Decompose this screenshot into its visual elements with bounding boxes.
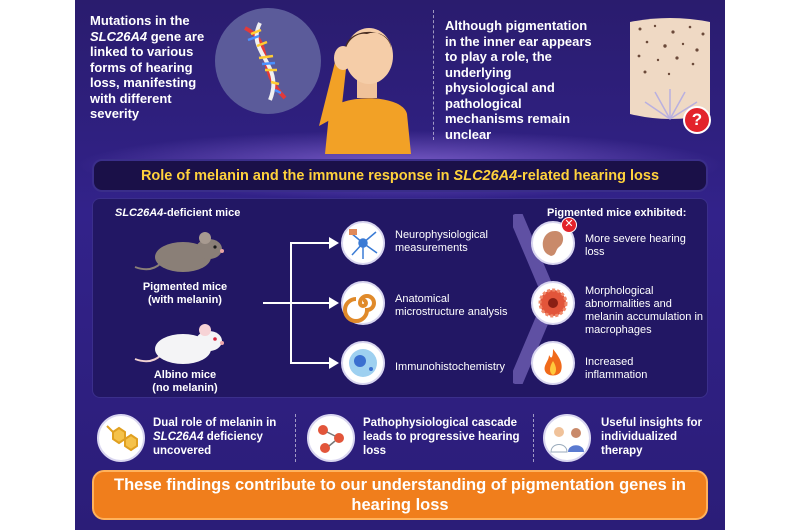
takeaway-3: Useful insights for individualized thera… (601, 417, 702, 457)
header-left-gene: SLC26A4 (90, 28, 148, 44)
dna-illustration (215, 8, 321, 114)
finding-label-2: Morphological abnormalities and melanin … (585, 285, 704, 336)
inner-ear-tissue-illustration: ? (625, 14, 715, 134)
arrow-branch-3 (290, 362, 332, 364)
section-banner: Role of melanin and the immune response … (92, 159, 708, 192)
mice-group-gene: SLC26A4 (115, 207, 164, 219)
dna-icon (244, 22, 287, 101)
header-divider (433, 10, 434, 140)
albino-mice-note: (no melanin) (152, 382, 218, 394)
takeaway-1-post: deficiency uncovered (153, 431, 267, 457)
arrowhead-1-icon (329, 237, 339, 249)
conclusion-box: These findings contribute to our underst… (92, 470, 708, 520)
takeaway-1-pre: Dual role of melanin in (153, 417, 280, 429)
pigmented-mice-note: (with melanin) (148, 294, 222, 306)
ear-x-icon: ✕ (531, 217, 577, 265)
arrowhead-2-icon (329, 297, 339, 309)
cell-icon (341, 341, 385, 385)
person-illustration (307, 14, 427, 154)
finding-label-3: Increased inflammation (585, 356, 648, 381)
finding-label-1: More severe hearing loss (585, 233, 686, 258)
pigmented-mouse-icon (134, 232, 224, 272)
takeaway-2: Pathophysiological cascade leads to prog… (363, 417, 520, 457)
pigmented-mice-label: Pigmented mice (with melanin) (115, 281, 255, 307)
header-left-pre: Mutations in the (90, 13, 190, 28)
infographic: Mutations in the SLC26A4 gene are linked… (75, 0, 725, 530)
banner-pre: Role of melanin and the immune response … (140, 167, 454, 184)
takeaway-1: Dual role of melanin in SLC26A4 deficien… (153, 416, 283, 458)
header-right-text: Although pigmentation in the inner ear a… (445, 18, 592, 142)
arrow-stem (263, 302, 291, 304)
cascade-icon (307, 414, 355, 462)
method-label-3: Immunohistochemistry (395, 361, 506, 373)
method-label-1: Neurophysiological measurements (395, 229, 488, 254)
mice-group-suffix: -deficient mice (163, 207, 241, 219)
neuron-icon (341, 221, 385, 265)
banner-post: -related hearing loss (517, 167, 660, 184)
flame-icon (531, 341, 575, 385)
takeaway-divider-2 (533, 414, 534, 462)
albino-mice-name: Albino mice (153, 369, 217, 381)
mice-group-label: SLC26A4-deficient mice (115, 207, 315, 220)
arrowhead-3-icon (329, 357, 339, 369)
macrophage-icon (531, 281, 575, 325)
cochlea-icon (341, 281, 385, 325)
arrow-branch-1 (290, 242, 332, 244)
molecule-icon (97, 414, 145, 462)
header-left-text: Mutations in the SLC26A4 gene are linked… (90, 13, 215, 122)
takeaway-1-gene: SLC26A4 (153, 431, 204, 443)
arrow-branch-2 (290, 302, 332, 304)
header-left-post: gene are linked to various forms of hear… (90, 28, 205, 122)
x-badge-icon: ✕ (561, 217, 577, 233)
banner-gene: SLC26A4 (453, 167, 518, 184)
study-panel: SLC26A4-deficient mice Pigmented mice (w… (92, 198, 708, 398)
albino-mouse-icon (134, 324, 224, 364)
tissue-icon (630, 18, 710, 120)
takeaway-divider-1 (295, 414, 296, 462)
question-mark-icon: ? (691, 110, 703, 129)
doctor-patient-icon (543, 414, 591, 462)
question-mark-badge: ? (683, 106, 711, 134)
person-listening-icon (319, 28, 411, 154)
findings-title: Pigmented mice exhibited: (547, 207, 687, 219)
albino-mice-label: Albino mice (no melanin) (115, 369, 255, 395)
method-label-2: Anatomical microstructure analysis (395, 293, 508, 318)
pigmented-mice-name: Pigmented mice (142, 281, 228, 293)
